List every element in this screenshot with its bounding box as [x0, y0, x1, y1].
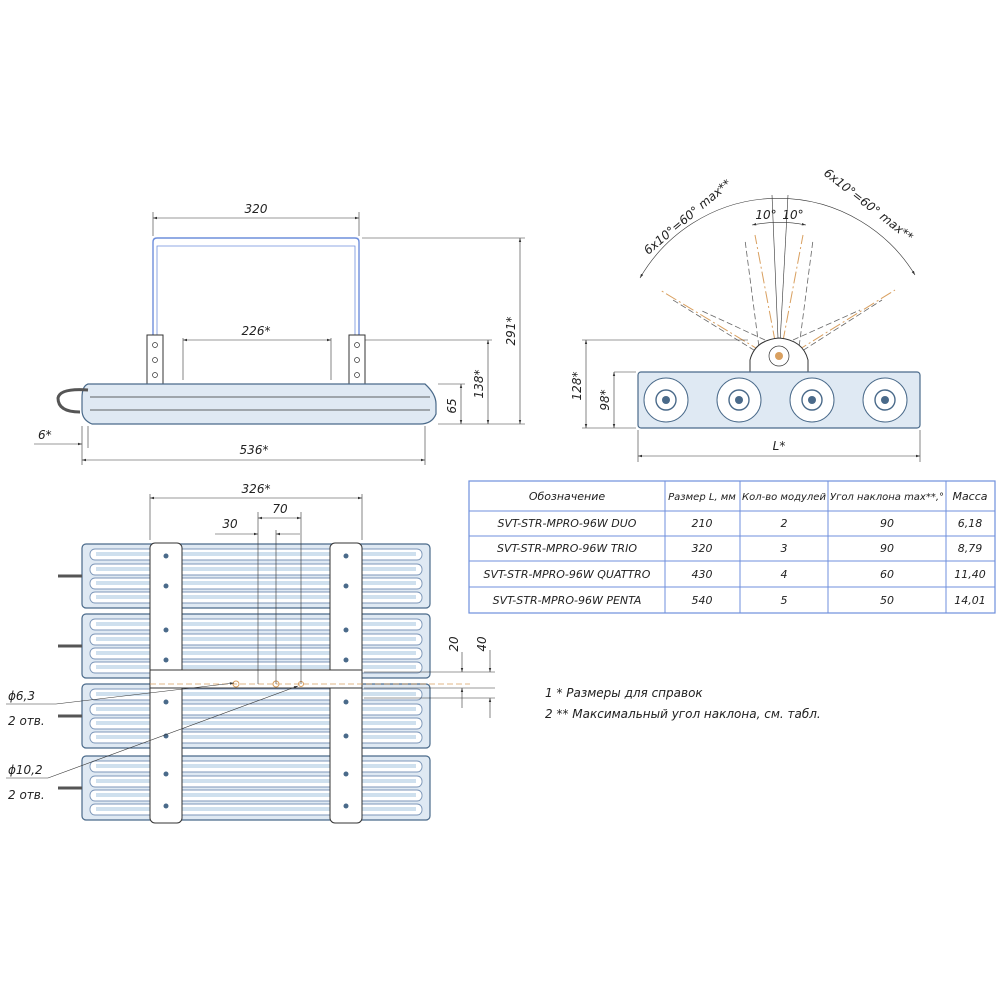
hole-small-count: 2 отв.: [8, 714, 45, 728]
table-cell: 320: [692, 542, 713, 555]
dim-6: 6*: [38, 428, 52, 442]
end-view-body: [637, 371, 921, 429]
dim-70: 70: [272, 502, 288, 516]
table-header: Обозначение: [529, 490, 606, 503]
notes: 1 * Размеры для справок 2 ** Максимальны…: [545, 686, 821, 721]
dim-L: L*: [773, 439, 786, 453]
hole-small-label: ϕ6,3: [8, 689, 35, 703]
dim-326: 326*: [242, 482, 271, 496]
angle-10-left: 10°: [755, 208, 776, 222]
mounting-bracket: [152, 237, 360, 384]
table-cell: 90: [880, 542, 894, 555]
table-cell: 90: [880, 517, 894, 530]
luminaire-body: [81, 383, 437, 425]
table-cell: 8,79: [958, 542, 983, 555]
note-1: 1 * Размеры для справок: [545, 686, 703, 700]
cable-entry: [56, 388, 89, 414]
note-2: 2 ** Максимальный угол наклона, см. табл…: [545, 707, 821, 721]
angle-label-right: 6x10°=60° max**: [821, 166, 916, 244]
table-cell: SVT-STR-MPRO-96W DUO: [498, 517, 637, 530]
dim-65: 65: [445, 398, 459, 413]
table-cell: 6,18: [958, 517, 983, 530]
table-cell: 3: [781, 542, 788, 555]
table-cell: 50: [880, 594, 894, 607]
dim-138: 138*: [472, 370, 486, 399]
dim-30: 30: [222, 517, 238, 531]
table-cell: 60: [880, 568, 894, 581]
table-cell: 430: [692, 568, 713, 581]
table-cell: 210: [692, 517, 713, 530]
angle-label-left: 6x10°=60° max**: [641, 176, 734, 257]
table-cell: 5: [781, 594, 788, 607]
table-cell: 4: [781, 568, 788, 581]
dim-128: 128*: [570, 372, 584, 401]
end-view: 6x10°=60° max** 6x10°=60° max** 10° 10°: [570, 166, 921, 462]
spec-table: Обозначение Размер L, мм Кол-во модулей …: [468, 480, 996, 614]
led-module-4: [58, 755, 431, 821]
dim-320: 320: [245, 202, 268, 216]
table-cell: 540: [692, 594, 713, 607]
side-view: 320 226* 291* 138* 65 6* 536*: [34, 202, 525, 465]
hole-large-count: 2 отв.: [8, 788, 45, 802]
table-header: Размер L, мм: [668, 492, 736, 503]
table-cell: 2: [781, 517, 788, 530]
table-cell: SVT-STR-MPRO-96W PENTA: [493, 594, 642, 607]
table-cell: 14,01: [954, 594, 986, 607]
led-module-3: [58, 683, 431, 749]
dim-40: 40: [475, 636, 489, 652]
table-header: Кол-во модулей: [742, 492, 826, 503]
dim-291: 291*: [504, 317, 518, 346]
dim-536: 536*: [240, 443, 269, 457]
dim-226: 226*: [242, 324, 271, 338]
center-crossbar: [149, 669, 363, 689]
dim-98: 98*: [598, 389, 612, 410]
heatsink-modules: [643, 377, 908, 423]
led-module-1: [58, 543, 431, 609]
top-view: 326* 70 30 20 40 ϕ6,3 2 отв. ϕ10,2 2 отв…: [6, 482, 495, 824]
angle-10-right: 10°: [782, 208, 803, 222]
table-header: Масса: [952, 490, 987, 503]
led-module-2: [58, 613, 431, 679]
hole-large-label: ϕ10,2: [8, 763, 43, 777]
table-cell: SVT-STR-MPRO-96W QUATTRO: [484, 568, 651, 581]
table-cell: 11,40: [954, 568, 986, 581]
table-header: Угол наклона max**,°: [830, 492, 944, 503]
table-cell: SVT-STR-MPRO-96W TRIO: [497, 542, 637, 555]
dim-20: 20: [447, 636, 461, 652]
